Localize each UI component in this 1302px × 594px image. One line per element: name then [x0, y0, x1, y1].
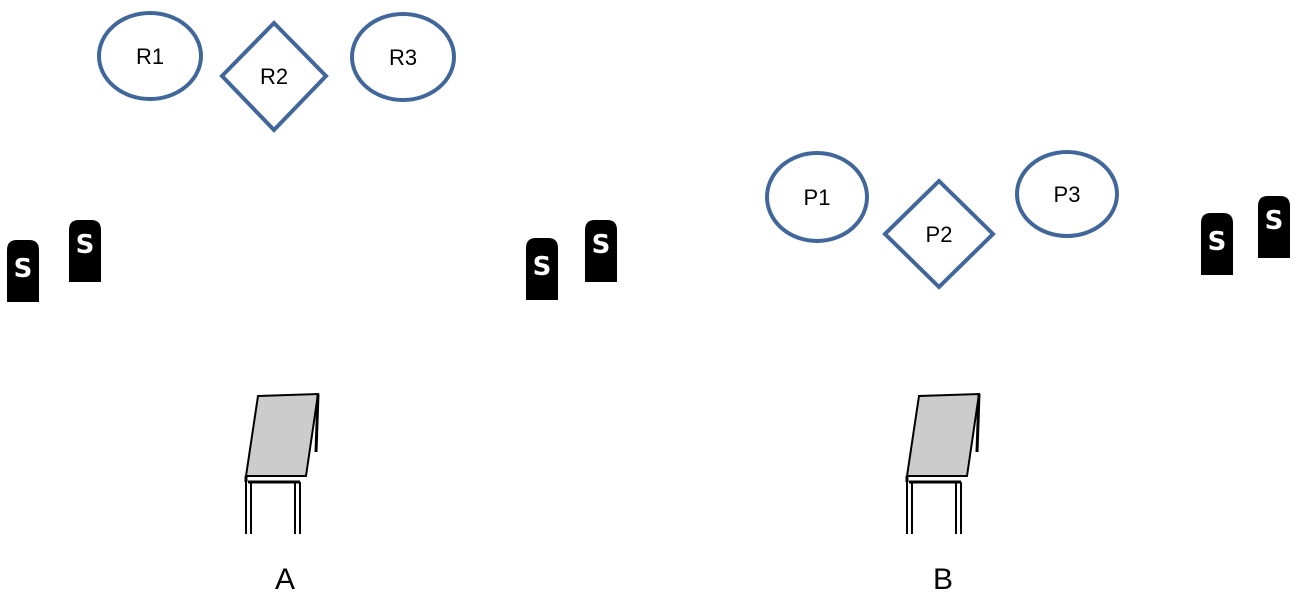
- node-r3-label: R3: [389, 45, 417, 70]
- node-p1-circle: [765, 151, 869, 243]
- speaker-glyph: S: [14, 254, 33, 284]
- node-p3: P3: [1015, 150, 1119, 238]
- speaker-glyph: S: [1208, 227, 1227, 257]
- speaker-icon: S: [1258, 196, 1290, 258]
- speaker-glyph: S: [533, 252, 552, 282]
- speaker-glyph: S: [592, 230, 611, 260]
- node-p1: P1: [765, 151, 869, 243]
- table-icon: [905, 392, 981, 536]
- node-r2: R2: [219, 20, 329, 133]
- node-p2-diamond: [882, 178, 996, 290]
- speaker-icon: S: [526, 238, 558, 300]
- speaker-icon: S: [69, 220, 101, 282]
- node-r2-label: R2: [260, 64, 288, 89]
- scene-a: R1 R2 R3 S S S S: [7, 11, 617, 594]
- scene-b-label: B: [933, 563, 953, 594]
- node-r1-label: R1: [136, 44, 164, 69]
- node-p2: P2: [882, 178, 996, 290]
- node-r3-circle: [350, 12, 456, 102]
- node-r1: R1: [97, 11, 203, 101]
- node-p1-label: P1: [804, 185, 831, 210]
- node-r1-circle: [97, 11, 203, 101]
- table-icon: [244, 392, 320, 536]
- speaker-icon: S: [1201, 213, 1233, 275]
- node-r2-diamond: [219, 20, 329, 133]
- speaker-icon: S: [7, 240, 39, 302]
- speaker-glyph: S: [76, 230, 95, 260]
- scene-a-label: A: [275, 563, 295, 594]
- speaker-icon: S: [585, 220, 617, 282]
- node-p3-circle: [1015, 150, 1119, 238]
- speaker-glyph: S: [1265, 206, 1284, 236]
- node-r3: R3: [350, 12, 456, 102]
- node-p2-label: P2: [926, 222, 953, 247]
- node-p3-label: P3: [1054, 182, 1081, 207]
- scene-b: P1 P2 P3 S S B: [765, 150, 1290, 594]
